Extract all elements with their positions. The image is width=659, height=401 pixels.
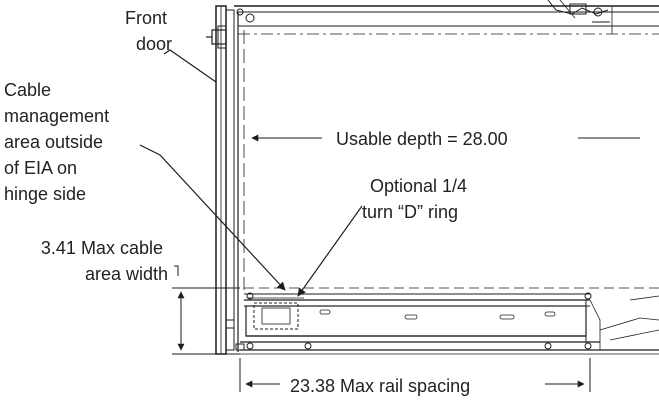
front-door-leader [163, 49, 217, 83]
d-ring-label: Optional 1/4 turn “D” ring [362, 176, 472, 222]
cable-width-dimension [172, 287, 240, 355]
rack-frame [234, 5, 659, 352]
max-cable-width-line-2: area width [85, 264, 168, 284]
rail-spacing-label: 23.38 Max rail spacing [290, 376, 470, 396]
cable-area-leader [139, 144, 286, 291]
d-ring-line-2: turn “D” ring [362, 202, 458, 222]
door-handle [206, 8, 255, 49]
cable-area-label: Cable management area outside of EIA on … [4, 80, 114, 204]
max-cable-width-line-1: 3.41 Max cable [41, 238, 163, 258]
cable-area-line-4: of EIA on [4, 158, 77, 178]
rail-spacing-dimension [239, 358, 591, 392]
usable-depth-label: Usable depth = 28.00 [336, 129, 508, 149]
front-door-panel [215, 5, 235, 355]
d-ring-bracket [248, 297, 304, 330]
rail-assembly [240, 287, 659, 355]
cable-area-line-3: area outside [4, 132, 103, 152]
diagram-labels: Front door Cable management area outside… [4, 8, 508, 396]
cable-area-line-5: hinge side [4, 184, 86, 204]
leader-lines [139, 49, 363, 297]
front-door-line-2: door [136, 34, 172, 54]
front-door-line-1: Front [125, 8, 167, 28]
d-ring-line-1: Optional 1/4 [370, 176, 467, 196]
cable-area-line-2: management [4, 106, 109, 126]
cable-width-bracket [174, 265, 179, 276]
top-hardware [547, 0, 613, 34]
max-cable-width-label: 3.41 Max cable area width [41, 238, 168, 284]
screw-heads [225, 292, 592, 351]
d-ring-leader [297, 205, 363, 297]
front-door-label: Front door [125, 8, 172, 54]
cable-area-line-1: Cable [4, 80, 51, 100]
